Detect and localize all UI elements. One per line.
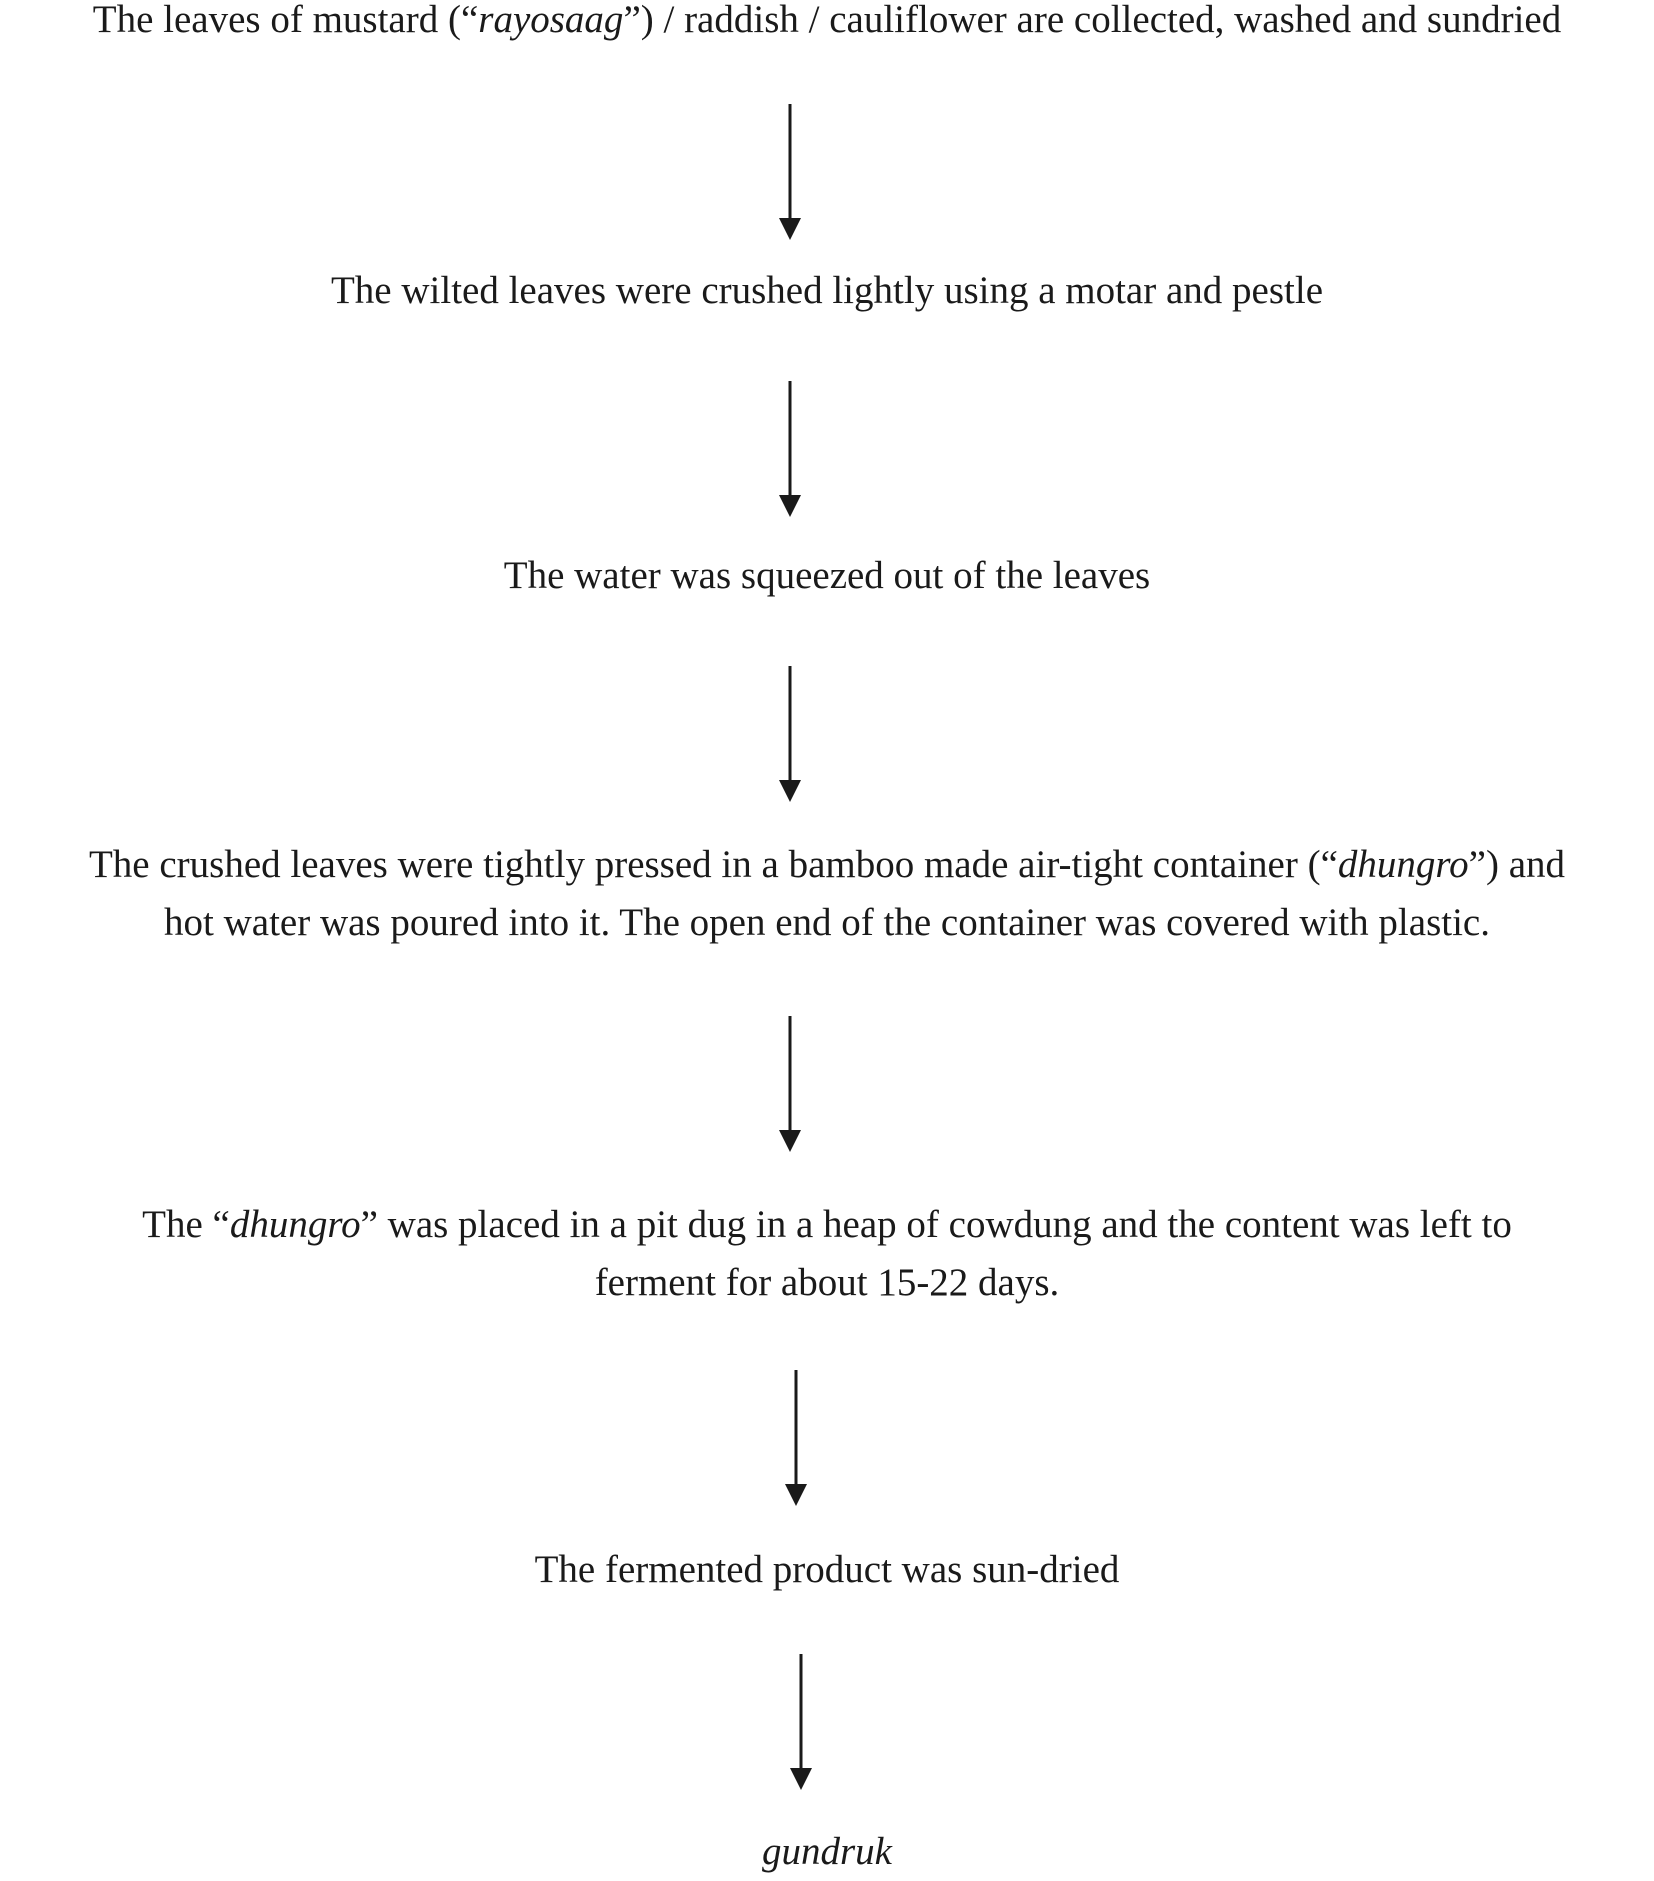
step-1-collect-leaves: The leaves of mustard (“rayosaag”) / rad… (0, 0, 1654, 49)
step-5-line-2: ferment for about 15-22 days. (594, 1261, 1060, 1304)
arrow-down-icon (781, 1654, 821, 1790)
arrow-down-icon (770, 381, 810, 517)
step-4-line-2: hot water was poured into it. The open e… (164, 901, 1490, 944)
arrow-down-icon (770, 666, 810, 802)
step-6-line-1: The fermented product was sun-dried (534, 1548, 1120, 1591)
step-4-line-1: The crushed leaves were tightly pressed … (88, 843, 1565, 886)
step-3-line-1: The water was squeezed out of the leaves (503, 554, 1151, 597)
arrow-down-icon (776, 1370, 816, 1506)
step-5-ferment-in-pit: The “dhungro” was placed in a pit dug in… (0, 1196, 1654, 1312)
step-5-line-1: The “dhungro” was placed in a pit dug in… (142, 1203, 1512, 1246)
arrow-down-icon (770, 104, 810, 240)
final-product-label: gundruk (762, 1830, 892, 1873)
step-1-line-1: The leaves of mustard (“rayosaag”) / rad… (92, 0, 1562, 41)
step-2-crush-leaves: The wilted leaves were crushed lightly u… (0, 262, 1654, 320)
arrow-down-icon (770, 1016, 810, 1152)
step-6-sun-dry: The fermented product was sun-dried (0, 1541, 1654, 1599)
step-3-squeeze-water: The water was squeezed out of the leaves (0, 547, 1654, 605)
step-2-line-1: The wilted leaves were crushed lightly u… (330, 269, 1324, 312)
step-4-press-in-dhungro: The crushed leaves were tightly pressed … (0, 836, 1654, 952)
